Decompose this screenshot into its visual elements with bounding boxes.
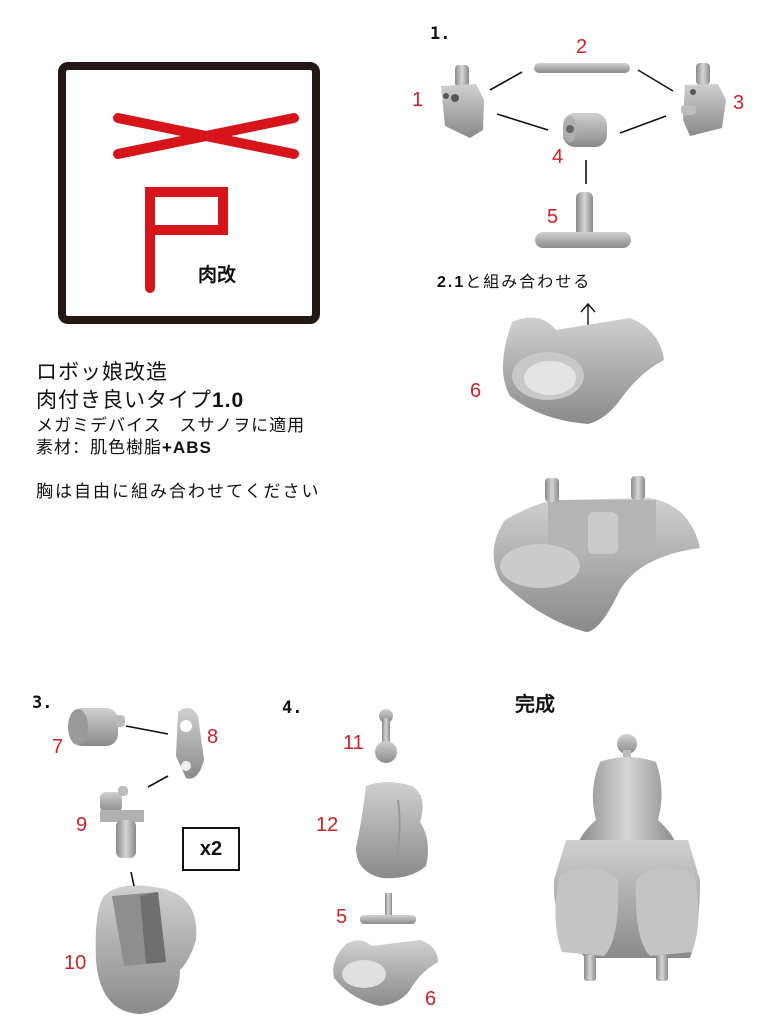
part-number-11: 11 xyxy=(343,732,364,754)
compatibility-line: メガミデバイス スサノヲに適用 xyxy=(36,416,306,436)
part-2-icon xyxy=(534,63,630,73)
title-line: ロボッ娘改造 xyxy=(36,360,168,384)
part-number-9: 9 xyxy=(76,814,88,836)
part-number-7: 7 xyxy=(52,736,64,758)
step-4-label: 4. xyxy=(282,698,303,718)
chest-note: 胸は自由に組み合わせてください xyxy=(36,482,321,502)
version: 1.0 xyxy=(212,389,245,412)
arrow-up-icon xyxy=(580,302,596,326)
part-number-5-step4: 5 xyxy=(336,906,348,928)
nikukai-logo: 肉改 xyxy=(58,62,320,324)
step-3-label: 3. xyxy=(32,693,53,713)
part-1-icon xyxy=(441,65,484,138)
part-6-icon-step4 xyxy=(333,940,438,1006)
step-1-label: 1. xyxy=(430,24,451,44)
logo-caption: 肉改 xyxy=(198,264,237,286)
part-6-icon xyxy=(502,317,664,424)
part-number-6: 6 xyxy=(470,380,482,402)
quantity-badge: x2 xyxy=(182,827,240,871)
part-number-2: 2 xyxy=(576,36,588,58)
part-number-1: 1 xyxy=(412,89,424,111)
part-5-icon-step4 xyxy=(360,893,416,924)
complete-label: 完成 xyxy=(515,692,555,716)
part-number-12: 12 xyxy=(316,814,339,836)
part-9-icon xyxy=(100,786,144,858)
product-info: ロボッ娘改造 肉付き良いタイプ1.0 メガミデバイス スサノヲに適用 素材：肌色… xyxy=(36,358,321,502)
part-5-icon xyxy=(535,192,631,248)
part-number-6-step4: 6 xyxy=(425,988,437,1010)
part-7-icon xyxy=(68,708,125,746)
logo-mark-icon xyxy=(113,113,299,293)
material-line: 素材：肌色樹脂+ABS xyxy=(36,438,212,458)
part-3-icon xyxy=(681,63,726,136)
assembled-hip-icon xyxy=(493,476,700,632)
part-8-icon xyxy=(176,707,204,779)
part-number-5: 5 xyxy=(547,206,559,228)
part-12-icon xyxy=(356,782,428,879)
part-number-8: 8 xyxy=(207,726,219,748)
subtitle-line: 肉付き良いタイプ1.0 xyxy=(36,388,245,412)
part-number-10: 10 xyxy=(64,952,87,974)
part-11-icon xyxy=(375,709,397,763)
part-number-3: 3 xyxy=(733,92,745,114)
part-10-icon xyxy=(95,885,197,1014)
part-number-4: 4 xyxy=(552,146,564,168)
combine-instruction: 2.1と組み合わせる xyxy=(437,272,592,291)
part-4-icon xyxy=(563,113,607,147)
